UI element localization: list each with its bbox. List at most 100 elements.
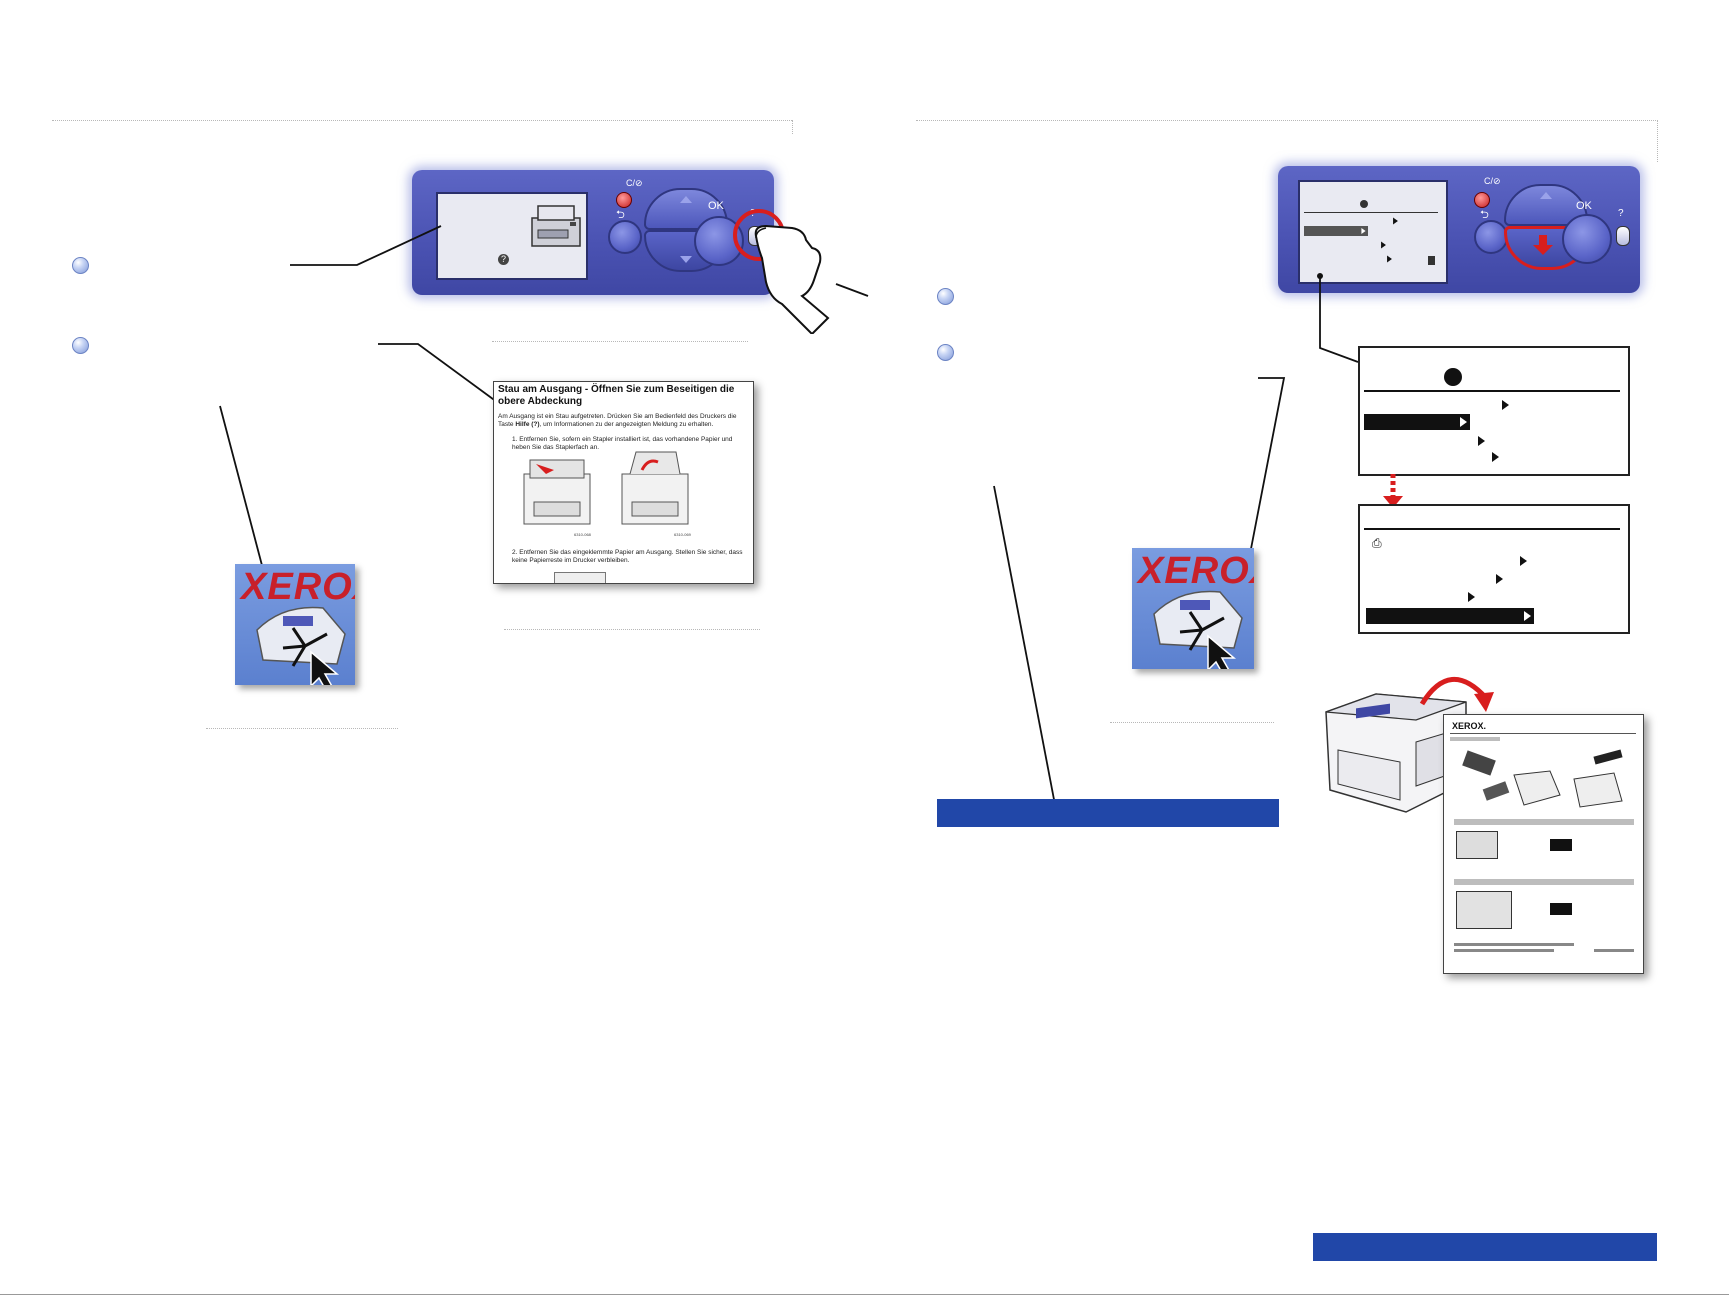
xerox-support-tile-right: XEROX [1132, 548, 1254, 669]
arrow-down-head [1533, 245, 1553, 255]
menu-1-arrow-2 [1460, 417, 1467, 427]
printed-page-section-bar-1 [1454, 819, 1634, 825]
menu-2-arrow-4 [1524, 611, 1531, 621]
lcd-divider [1304, 212, 1438, 213]
lcd-scroll-icon [1428, 256, 1435, 265]
leader-lines-left [219, 225, 498, 574]
dashed-arrow-down-icon [1383, 474, 1403, 508]
menu-2-arrow-2 [1496, 574, 1503, 584]
lcd-arrow-1 [1393, 217, 1398, 225]
menu-zoom-2: ⎙ [1358, 504, 1630, 634]
menu-2-selected-row [1366, 608, 1534, 624]
lcd-highlight-row [1304, 226, 1368, 236]
lcd-arrow-3 [1381, 241, 1386, 249]
blue-bar-right [937, 799, 1279, 827]
menu-1-arrow-4 [1492, 452, 1499, 462]
printed-page-thumb-2 [1456, 891, 1512, 929]
up-button-right[interactable] [1504, 184, 1588, 226]
help-button-right[interactable] [1616, 226, 1630, 246]
cursor-click-icon-right [1153, 590, 1243, 669]
printed-page-block-1 [1550, 839, 1572, 851]
printed-page-card: XEROX. [1443, 714, 1644, 974]
up-arrow-icon [680, 196, 692, 203]
left-top-rule [52, 120, 792, 121]
left-top-rule-end [792, 120, 793, 134]
bullet-2-right [937, 344, 954, 361]
lcd-dot-icon [1360, 200, 1368, 208]
help-page-intro: Am Ausgang ist ein Stau aufgetreten. Drü… [498, 413, 750, 429]
help-page-step1: 1. Entfernen Sie, sofern ein Stapler ins… [512, 436, 733, 451]
help-figure-1 [523, 459, 591, 525]
help-figure-2 [621, 451, 689, 525]
down-arrow-icon [680, 256, 692, 263]
right-tile-bottom-rule [1110, 722, 1274, 723]
right-top-rule [916, 120, 1658, 121]
menu-zoom-1 [1358, 346, 1630, 476]
arrow-down-icon [1539, 235, 1547, 245]
bottom-page-edge [0, 1294, 1729, 1295]
back-arrow-icon-right: ⮌ [1480, 209, 1489, 221]
lcd-display: ? [436, 192, 588, 280]
menu-1-dot-icon [1444, 368, 1462, 386]
printed-page-title-bar [1450, 737, 1500, 741]
help-figure-2-code: 6310-069 [674, 532, 691, 537]
help-page-title: Stau am Ausgang - Öffnen Sie zum Beseiti… [498, 384, 735, 407]
back-button[interactable] [608, 220, 642, 254]
leader-lines-right [993, 273, 1359, 811]
ok-label-right: OK [1576, 200, 1592, 212]
printed-page-section-bar-2 [1454, 879, 1634, 885]
help-page-bottom-rule [504, 629, 760, 630]
help-key-label-right: ? [1618, 208, 1624, 219]
help-page-intro-prefix: Am Ausgang ist ein Stau aufgetreten. Drü… [498, 413, 737, 428]
help-page-top-rule [492, 341, 748, 342]
printed-page-figures [1462, 749, 1623, 808]
xerox-logo-right: XEROX [1138, 550, 1254, 592]
right-top-rule-end [1657, 120, 1658, 162]
help-figure-3-partial [554, 572, 606, 583]
blue-bar-bottom [1313, 1233, 1657, 1261]
help-page-intro-suffix: , um Informationen zu der angezeigten Me… [539, 421, 714, 428]
bullet-1-right [937, 288, 954, 305]
printed-page-header-line [1450, 733, 1636, 734]
help-page-step2: 2. Entfernen Sie das eingeklemmte Papier… [512, 549, 743, 564]
clear-key-label: C/⊘ [626, 178, 643, 188]
menu-1-arrow-1 [1502, 400, 1509, 410]
printer-icon [531, 205, 581, 247]
clear-cancel-button[interactable] [616, 192, 632, 208]
lcd-arrow-4 [1387, 255, 1392, 263]
red-curved-arrow-icon [1419, 677, 1494, 712]
ok-button-right[interactable] [1562, 214, 1612, 264]
xerox-support-tile-left: XEROX [235, 564, 355, 685]
bullet-1-left [72, 257, 89, 274]
ok-label: OK [708, 200, 724, 212]
help-figure-1-code: 6310-068 [574, 532, 591, 537]
menu-1-divider [1364, 390, 1620, 392]
finger-press-icon [754, 224, 869, 334]
bullet-2-left [72, 337, 89, 354]
help-page-card: Stau am Ausgang - Öffnen Sie zum Beseiti… [493, 381, 754, 584]
menu-2-divider [1364, 528, 1620, 530]
printed-page-footer-3 [1594, 949, 1634, 952]
help-icon: ? [498, 254, 509, 265]
back-arrow-icon: ⮌ [616, 209, 625, 221]
printed-page-footer-2 [1454, 949, 1554, 952]
printed-page-thumb-1 [1456, 831, 1498, 859]
left-tile-bottom-rule [206, 728, 398, 729]
lcd-arrow-2 [1361, 228, 1366, 234]
printed-page-block-2 [1550, 903, 1572, 915]
help-page-intro-bold: Hilfe (?) [515, 421, 540, 428]
menu-2-arrow-3 [1468, 592, 1475, 602]
menu-1-selected-row [1364, 414, 1470, 430]
printed-page-footer-1 [1454, 943, 1574, 946]
lcd-menu-display [1298, 180, 1448, 284]
up-arrow-icon-right [1540, 192, 1552, 199]
clear-cancel-button-right[interactable] [1474, 192, 1490, 208]
cursor-click-icon [256, 606, 346, 685]
xerox-logo-left: XEROX [241, 566, 355, 608]
control-panel-right: C/⊘ ⮌ OK ? [1278, 166, 1640, 293]
menu-2-arrow-1 [1520, 556, 1527, 566]
menu-2-printer-icon: ⎙ [1372, 536, 1382, 550]
clear-key-label-right: C/⊘ [1484, 176, 1501, 186]
printed-page-xerox-logo: XEROX. [1452, 721, 1487, 731]
menu-1-arrow-3 [1478, 436, 1485, 446]
